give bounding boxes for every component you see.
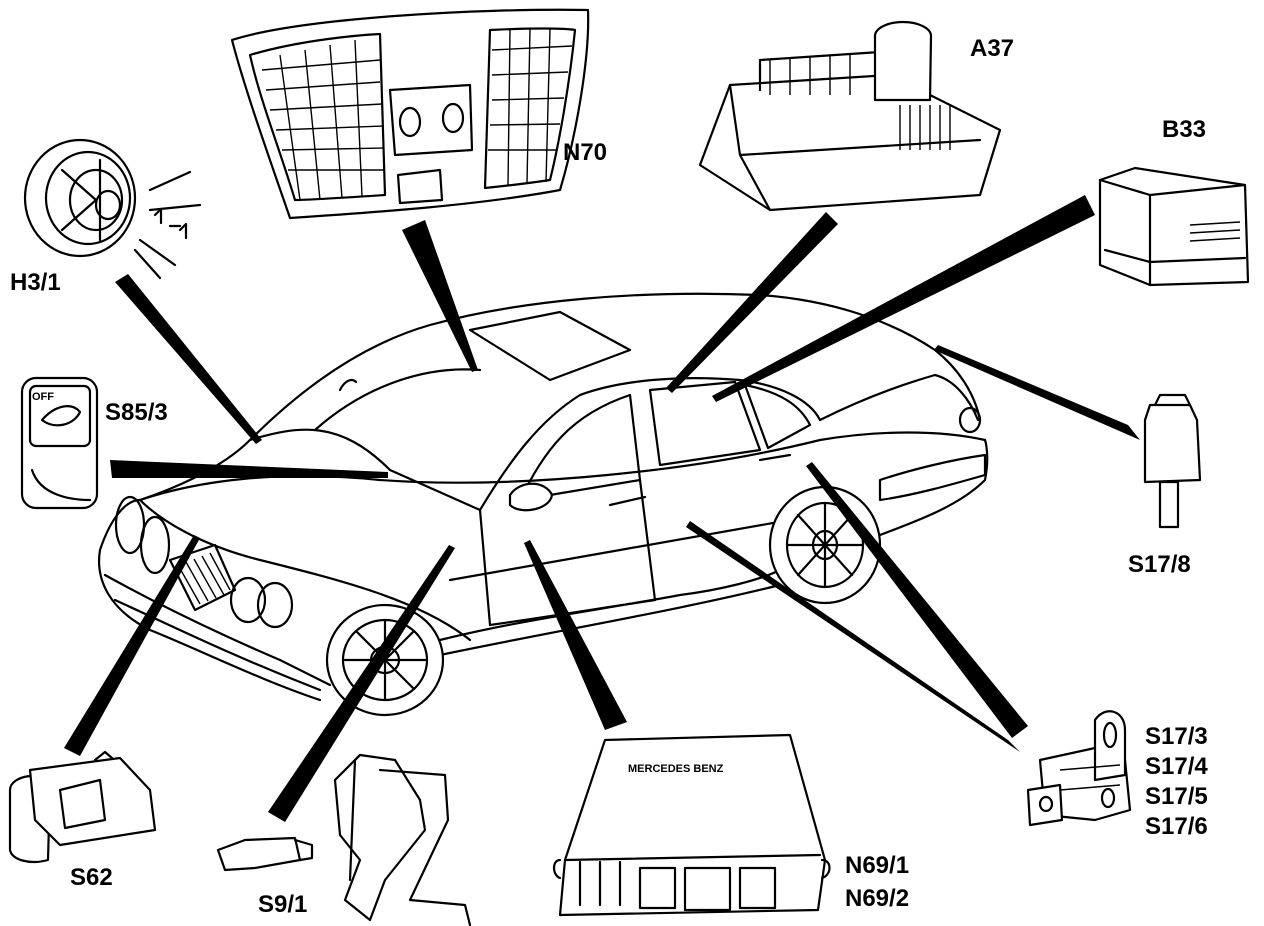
sensor-box-component (1098, 166, 1250, 287)
module-brand-text: MERCEDES BENZ (628, 763, 724, 775)
leader-s17-8 (934, 345, 1140, 440)
leader-b33 (712, 195, 1095, 402)
leader-lines (64, 195, 1140, 822)
label-h3-1: H3/1 (10, 269, 61, 296)
leader-s85-3 (110, 460, 388, 478)
label-n69-1: N69/1 (845, 852, 909, 879)
relay-module-component (698, 20, 1002, 212)
rear-wheel (768, 485, 882, 605)
label-s62: S62 (70, 864, 113, 891)
label-s17-8: S17/8 (1128, 551, 1191, 578)
label-s17-3: S17/3 (1145, 723, 1208, 750)
leader-h3-1 (115, 274, 262, 444)
brake-light-switch-component (216, 753, 472, 926)
label-b33: B33 (1162, 116, 1206, 143)
leader-s9-1 (268, 545, 455, 822)
label-s17-6: S17/6 (1145, 813, 1208, 840)
trunk-switch-component (1143, 393, 1202, 529)
leader-s17-3b (806, 462, 1028, 738)
label-s17-4: S17/4 (1145, 753, 1208, 780)
leader-n69 (524, 540, 627, 730)
switch-off-text: OFF (32, 391, 54, 403)
leader-a37 (666, 212, 838, 393)
door-contact-switch-component (1026, 710, 1132, 827)
car-body (98, 292, 989, 717)
label-a37: A37 (970, 35, 1014, 62)
label-s9-1: S9/1 (258, 891, 307, 918)
leader-n70 (402, 220, 478, 372)
leader-s62 (64, 535, 200, 756)
label-s85-3: S85/3 (105, 399, 168, 426)
label-s17-5: S17/5 (1145, 783, 1208, 810)
label-n69-2: N69/2 (845, 885, 909, 912)
label-n70: N70 (563, 139, 607, 166)
interior-protection-switch-component: OFF (20, 376, 99, 510)
door-control-module-component: MERCEDES BENZ (552, 733, 831, 917)
alarm-siren-component (23, 138, 202, 280)
hood-switch-component (8, 750, 157, 864)
leader-s17-3a (686, 521, 1020, 752)
overhead-control-panel-component (230, 8, 590, 220)
